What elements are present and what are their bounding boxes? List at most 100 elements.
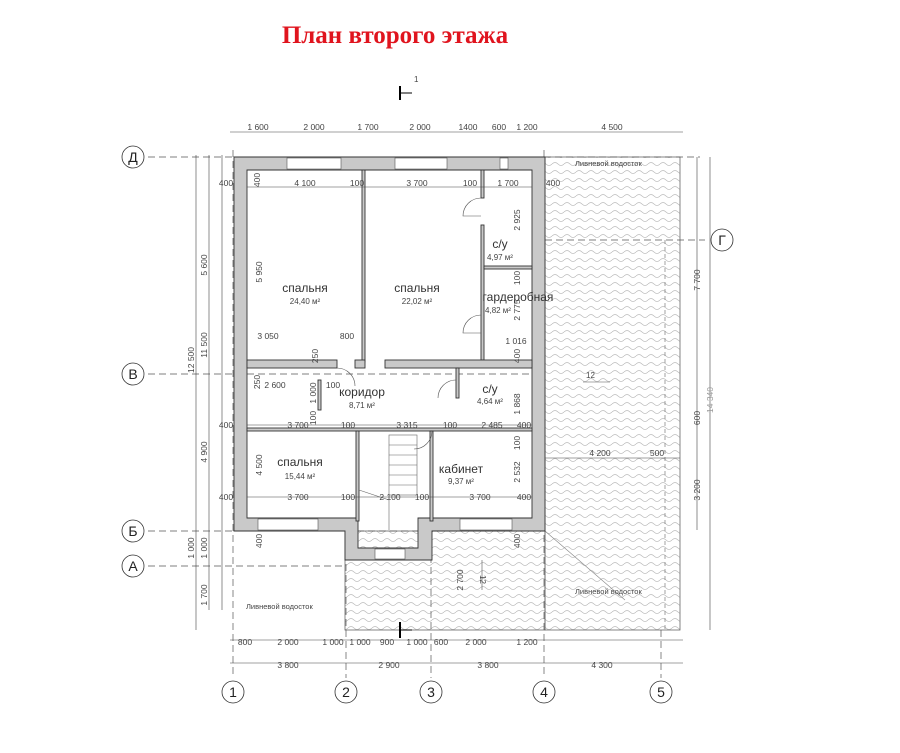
dimension-label: 2 000	[465, 637, 487, 647]
room-name: спальня	[282, 281, 328, 295]
dimension-label: 400	[512, 349, 522, 363]
dimension-label: 12 500	[186, 347, 196, 373]
bottom-dimensions: 800 2 000 1 000 1 000 900 1 000 600 2 00…	[238, 637, 613, 670]
dimension-label: 400	[219, 492, 233, 502]
axis-label: А	[128, 558, 138, 574]
room-area: 4,64 м²	[477, 397, 503, 406]
dimension-label: 2 900	[378, 660, 400, 670]
dimension-label: 400	[219, 420, 233, 430]
room-area: 9,37 м²	[448, 477, 474, 486]
dimension-label: 900	[380, 637, 394, 647]
dimension-label: 100	[512, 436, 522, 450]
page-title: План второго этажа	[281, 22, 509, 49]
dimension-label: 4 100	[294, 178, 316, 188]
room-name: кабинет	[439, 462, 484, 476]
dimension-label: 2 000	[277, 637, 299, 647]
axis-label: 5	[657, 684, 665, 700]
staircase	[358, 434, 418, 530]
dimension-label: 1 000	[186, 537, 196, 559]
dimension-label: 2 000	[409, 122, 431, 132]
right-dimensions: 7 700 600 3 200 14 340	[692, 269, 715, 501]
dimension-label: 400	[252, 173, 262, 187]
dimension-label: 3 200	[692, 479, 702, 501]
section-mark-top: 1	[399, 75, 419, 100]
dimension-label: 400	[517, 420, 531, 430]
dimension-label: 3 050	[257, 331, 279, 341]
axis-label: Г	[718, 232, 726, 248]
roof-area	[344, 156, 681, 631]
dimension-label: 500	[650, 448, 664, 458]
dimension-label: 3 800	[477, 660, 499, 670]
dimension-label: 3 800	[277, 660, 299, 670]
axis-label: 2	[342, 684, 350, 700]
room-area: 4,97 м²	[487, 253, 513, 262]
dimension-label: Ливневой водосток	[246, 602, 313, 611]
dimension-label: 800	[340, 331, 354, 341]
dimension-label: 3 315	[396, 420, 418, 430]
dimension-label: 100	[463, 178, 477, 188]
room-area: 15,44 м²	[285, 472, 316, 481]
dimension-label: 1 700	[199, 584, 209, 606]
dimension-label: 12	[478, 575, 487, 584]
dimension-label: 1 000	[322, 637, 344, 647]
dimension-label: 4 300	[591, 660, 613, 670]
dimension-label: 4 200	[589, 448, 611, 458]
dimension-label: 3 700	[469, 492, 491, 502]
axis-markers	[121, 145, 734, 704]
room-name: с/у	[492, 237, 507, 251]
dimension-label: 12	[586, 371, 595, 380]
dimension-label: 400	[512, 534, 522, 548]
dimension-label: 600	[492, 122, 506, 132]
windows	[257, 157, 513, 560]
dimension-lines	[195, 131, 711, 664]
axis-label: 4	[540, 684, 548, 700]
room-name: гардеробная	[483, 290, 554, 304]
dimension-label: 1 000	[308, 382, 318, 404]
dimension-label: 11 500	[199, 332, 209, 358]
dimension-label: 1400	[459, 122, 478, 132]
dimension-label: 100	[443, 420, 457, 430]
dimension-label: 5 600	[199, 254, 209, 276]
dimension-label: 4 500	[601, 122, 623, 132]
dimension-label: 7 700	[692, 269, 702, 291]
dimension-label: Ливневой водосток	[575, 587, 642, 596]
dimension-label: 1 600	[247, 122, 269, 132]
room-name: спальня	[394, 281, 440, 295]
dimension-label: 600	[692, 411, 702, 425]
dimension-label: 1 000	[349, 637, 371, 647]
dimension-label: 2 532	[512, 461, 522, 483]
dimension-label: 100	[512, 271, 522, 285]
dimension-label: 4 900	[199, 441, 209, 463]
dimension-label: 100	[308, 411, 318, 425]
section-mark-bottom	[399, 622, 412, 638]
dimension-label: 100	[350, 178, 364, 188]
dimension-label: 3 700	[406, 178, 428, 188]
dimension-label: 1 200	[516, 122, 538, 132]
dimension-label: 2 775	[512, 299, 522, 321]
dimension-label: 400	[219, 178, 233, 188]
dimension-label: 400	[517, 492, 531, 502]
axis-label: 1	[229, 684, 237, 700]
dimension-label: 100	[415, 492, 429, 502]
top-dimensions: 1 600 2 000 1 700 2 000 1400 600 1 200 4…	[247, 122, 623, 132]
room-area: 8,71 м²	[349, 401, 375, 410]
left-dimensions: 12 500 11 500 5 600 4 900 1 000 1 000 1 …	[186, 254, 209, 606]
dimension-label: 1 200	[516, 637, 538, 647]
dimension-label: 400	[254, 534, 264, 548]
doors	[336, 197, 482, 450]
dimension-label: 5 950	[254, 261, 264, 283]
dimension-label: 100	[326, 380, 340, 390]
dimension-label: 250	[310, 349, 320, 363]
dimension-label: 3 700	[287, 420, 309, 430]
dimension-label: 100	[341, 492, 355, 502]
room-name: коридор	[339, 385, 385, 399]
axis-label: Б	[128, 523, 137, 539]
room-area: 22,02 м²	[402, 297, 433, 306]
drain-notes: Ливневой водосток Ливневой водосток Ливн…	[246, 159, 642, 611]
dimension-label: 1 000	[199, 537, 209, 559]
dimension-label: 4 500	[254, 454, 264, 476]
axis-label: В	[128, 366, 137, 382]
dimension-label: Ливневой водосток	[575, 159, 642, 168]
dimension-label: 2 925	[512, 209, 522, 231]
